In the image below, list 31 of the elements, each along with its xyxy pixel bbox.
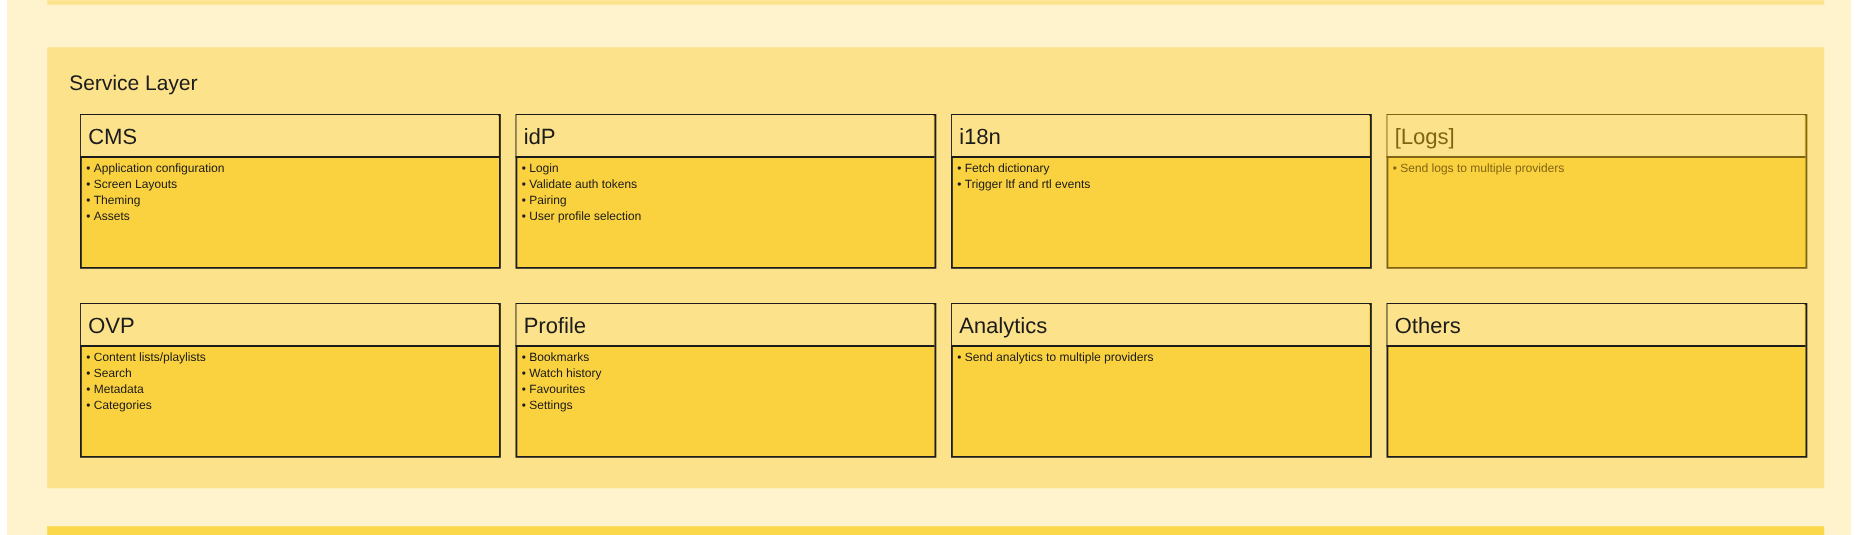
list-item: • Search: [86, 368, 131, 378]
list-item: • User profile selection: [522, 211, 641, 223]
list-item: • Validate auth tokens: [522, 179, 637, 189]
card-header: Analytics: [950, 303, 1371, 347]
list-item: • Send analytics to multiple providers: [957, 352, 1154, 364]
card-header: Others: [1385, 303, 1807, 347]
card-header: CMS: [79, 114, 500, 158]
list-item: • Watch history: [522, 368, 602, 380]
list-item: • Settings: [522, 400, 573, 412]
list-item: • Pairing: [522, 195, 566, 207]
list-item: • Categories: [86, 400, 152, 412]
list-item: • Fetch dictionary: [957, 163, 1050, 175]
card-header: OVP: [79, 303, 500, 347]
list-item: • Bookmarks: [522, 352, 589, 362]
list-item: • Screen Layouts: [86, 179, 177, 191]
layer-band: [47, 0, 1825, 5]
list-item: • Metadata: [86, 384, 144, 394]
card-header: idP: [514, 114, 936, 158]
list-item: • Assets: [86, 211, 130, 221]
list-item: • Trigger ltf and rtl events: [957, 179, 1090, 191]
list-item: • Send logs to multiple providers: [1393, 163, 1564, 175]
panel-title: Service Layer: [70, 74, 198, 95]
list-item: • Favourites: [522, 384, 585, 394]
list-item: • Theming: [86, 195, 140, 207]
list-item: • Application configuration: [86, 163, 224, 175]
card-header: Profile: [514, 303, 936, 347]
list-item: • Content lists/playlists: [86, 352, 206, 364]
layer-band: [47, 526, 1825, 535]
card-header: [Logs]: [1385, 114, 1807, 158]
list-item: • Login: [522, 163, 558, 175]
card-header: i18n: [950, 114, 1371, 158]
